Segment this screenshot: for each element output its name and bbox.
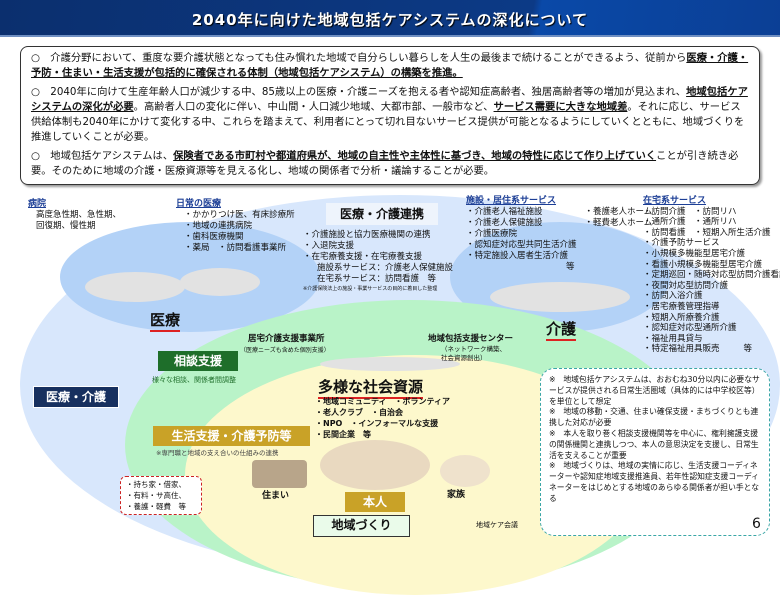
daily-medical-section: 日常の医療 ・かかりつけ医、有床診療所 ・地域の連携病院 ・歯科医療機関 ・薬局… [176,199,295,253]
social-resources-title: 多様な社会資源 [318,376,424,399]
life-support-box: 生活支援・介護予防等 [153,426,310,446]
person-box: 本人 [345,492,405,512]
intro-paragraph-1: ○ 介護分野において、重度な要介護状態となっても住み慣れた地域で自分らしい暮らし… [31,52,749,79]
page-number: 6 [752,516,761,532]
resource-icons [320,357,460,371]
intro-paragraph-2: ○ 2040年に向けて生産年齢人口が減少する中、85歳以上の医療・介護ニーズを抱… [31,86,748,143]
home-services: 在宅系サービス ・訪問介護 ・訪問リハ ・通所介護 ・通所リハ ・訪問看護 ・短… [643,196,780,355]
care-home-illustration [490,282,630,312]
intro-paragraph-3: ○ 地域包括ケアシステムは、保険者である市町村や都道府県が、地域の自主性や主体性… [31,150,739,177]
hospital-section: 病院 高度急性期、急性期、 回復期、慢性期 [28,199,122,231]
intro-box: ○ 介護分野において、重度な要介護状態となっても住み慣れた地域で自分らしい暮らし… [20,46,760,185]
house-illustration [252,460,307,488]
people-illustration [320,440,430,490]
housing-callout: ・持ち家・借家、 ・有料・サ高住、 ・養護・軽費 等 [120,476,202,515]
community-building-box: 地域づくり [313,515,410,537]
page-title: 2040年に向けた地域包括ケアシステムの深化について [191,11,589,29]
medical-care-box: 医療・介護 [33,386,119,408]
medical-label: 医療 [150,309,181,332]
community-support-center: 地域包括支援センター [428,334,514,344]
social-resources-list: ・地域コミュニティ ・ボランティア ・老人クラブ ・自治会 ・NPO ・インフォ… [315,397,451,439]
community-care-meeting: 地域ケア会議 [476,521,518,529]
consultation-support-box: 相談支援 [158,351,238,371]
family-illustration [440,455,490,487]
consultation-note: 様々な相談、関係者間調整 [152,376,236,384]
notes-box: ※ 地域包括ケアシステムは、おおむね30分以内に必要なサービスが提供される日常生… [540,368,770,536]
care-label: 介護 [546,318,577,341]
family-label: 家族 [447,490,466,500]
life-support-note: ※専門職と地域の支え合いの仕組みの連携 [156,449,279,457]
housing-label: 住まい [262,491,290,501]
hospital-illustration [85,272,185,302]
care-management-note: （医療ニーズも含めた個別支援） [240,347,330,354]
coordination-list: ・介護施設と協力医療機関の連携 ・入退院支援 ・在宅療養支援・在宅療養支援 施設… [303,230,454,292]
community-support-note: （ネットワーク構築、 社会資源創出） [441,345,506,362]
doctor-illustration [180,268,260,296]
facility-services: 施設・居住系サービス ・介護老人福祉施設 ・介護老人保健施設 ・介護医療院 ・認… [466,196,653,272]
care-management-office: 居宅介護支援事業所 [248,334,325,344]
coordination-title: 医療・介護連携 [326,203,438,225]
title-bar [0,0,780,37]
